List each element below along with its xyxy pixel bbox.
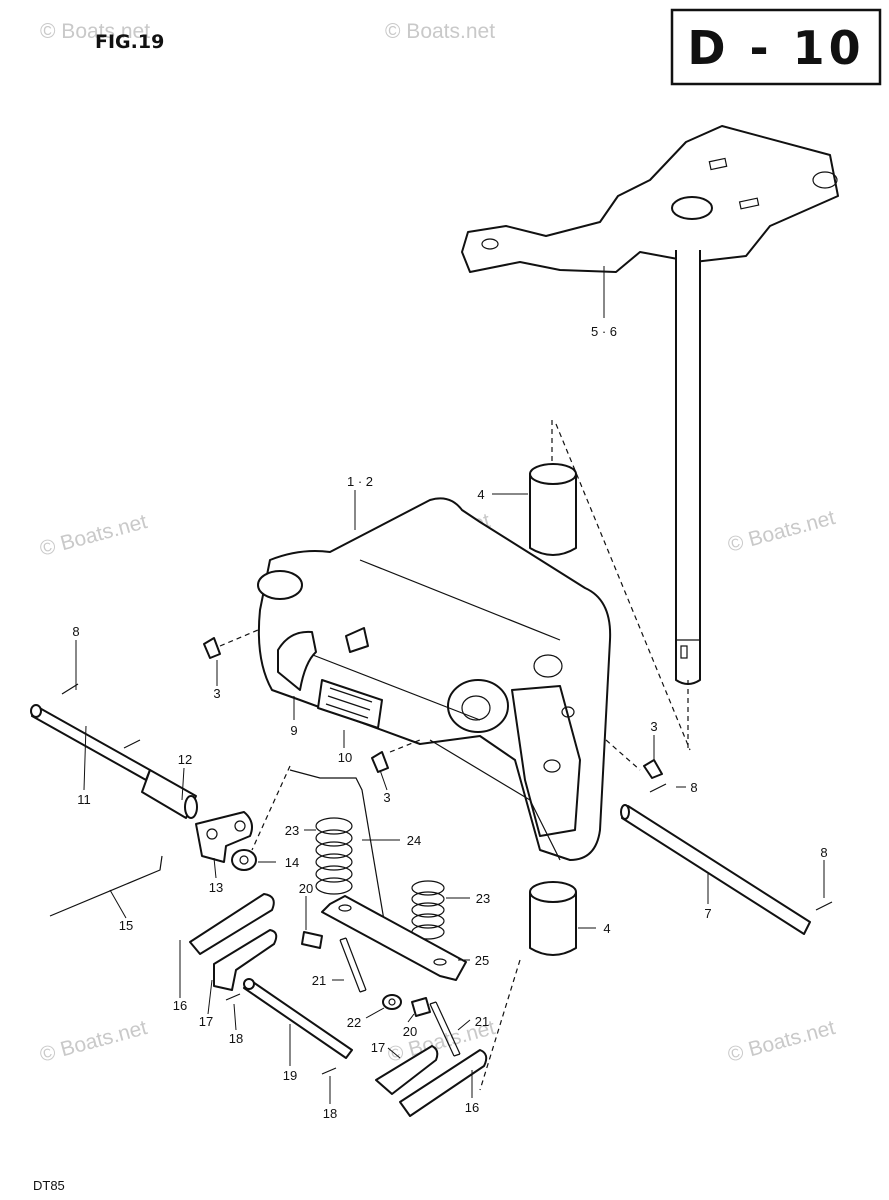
alignment-line [479, 959, 521, 1091]
clip-18 [321, 1067, 337, 1075]
shaft-7 [620, 804, 811, 935]
spring-21 [429, 1001, 461, 1057]
alignment-line [555, 423, 691, 751]
bushing-upper-4 [529, 463, 577, 556]
callout-label: 4 [477, 487, 484, 502]
lever-16 [399, 1049, 488, 1117]
callout-label: 7 [704, 906, 711, 921]
callout-label: 5 · 6 [591, 324, 617, 339]
callout-label: 22 [347, 1015, 361, 1030]
steering-bracket-5-6 [461, 125, 839, 685]
clip-18 [225, 993, 241, 1001]
washer-14 [231, 849, 257, 871]
lever-17 [213, 929, 278, 991]
cotter-pin-8 [61, 683, 79, 695]
callout-label: 17 [199, 1014, 213, 1029]
callout-labels: 5 · 6 1 · 2 4 8 3 9 10 3 3 8 12 11 13 14… [72, 324, 827, 1121]
lever-17 [375, 1045, 439, 1095]
spring-23 [411, 880, 445, 940]
plate-10 [317, 679, 383, 729]
grease-nipple-3 [643, 759, 663, 779]
watermark-text: © Boats.net [40, 20, 150, 43]
shaft-11 [30, 704, 151, 781]
model-label: DT85 [33, 1178, 65, 1193]
callout-label: 8 [72, 624, 79, 639]
callout-label: 17 [371, 1040, 385, 1055]
alignment-line [605, 739, 641, 771]
callout-label: 8 [820, 845, 827, 860]
watermark-text: © Boats.net [725, 1016, 837, 1067]
lever-13 [195, 811, 253, 863]
watermark-text: © Boats.net [37, 1016, 149, 1067]
callout-label: 24 [407, 833, 421, 848]
pin-19 [243, 978, 353, 1059]
callout-label: 18 [229, 1031, 243, 1046]
page-code: D - 10 [687, 21, 864, 75]
callout-label: 18 [323, 1106, 337, 1121]
nut-22 [382, 994, 402, 1010]
callout-label: 9 [290, 723, 297, 738]
small-plate [345, 627, 369, 653]
callout-label: 15 [119, 918, 133, 933]
callout-label: 19 [283, 1068, 297, 1083]
callout-label: 3 [213, 686, 220, 701]
callout-label: 16 [465, 1100, 479, 1115]
cotter-pin-8 [123, 739, 141, 749]
lever-16 [189, 893, 275, 955]
rod-15 [49, 855, 163, 917]
grease-nipple-3 [371, 751, 389, 773]
callout-label: 25 [475, 953, 489, 968]
page-code-box [670, 8, 882, 86]
callout-label: 10 [338, 750, 352, 765]
callout-label: 12 [178, 752, 192, 767]
grease-nipple-3 [203, 637, 221, 659]
cotter-pin-8 [815, 901, 833, 911]
callout-label: 21 [312, 973, 326, 988]
watermark-text: © Boats.net [37, 510, 149, 561]
alignment-line [219, 629, 259, 647]
callout-label: 3 [383, 790, 390, 805]
cotter-pin-8 [649, 783, 667, 793]
callout-label: 23 [285, 823, 299, 838]
alignment-line [251, 765, 291, 851]
callout-label: 20 [299, 881, 313, 896]
swivel-case-1-2 [257, 497, 612, 861]
collar-12 [141, 769, 198, 819]
bolt-20 [301, 931, 323, 949]
alignment-line [389, 739, 421, 753]
spring-23 [315, 817, 353, 895]
bolt-20 [411, 997, 431, 1017]
watermark-text: © Boats.net [385, 20, 495, 43]
rod-24 [289, 769, 389, 945]
callout-label: 3 [650, 719, 657, 734]
bushing-lower-4 [529, 881, 577, 956]
callout-label: 20 [403, 1024, 417, 1039]
figure-label: FIG.19 [95, 31, 164, 53]
callout-label: 11 [77, 792, 91, 807]
spring-21 [339, 937, 367, 993]
callout-label: 13 [209, 880, 223, 895]
callout-label: 8 [690, 780, 697, 795]
plate-25 [321, 895, 467, 981]
callout-label: 14 [285, 855, 299, 870]
callout-label: 23 [476, 891, 490, 906]
callout-label: 1 · 2 [347, 474, 373, 489]
callout-label: 16 [173, 998, 187, 1013]
leader-lines [75, 266, 825, 1104]
callout-label: 4 [603, 921, 610, 936]
pad-9 [277, 630, 317, 691]
watermark-text: © Boats.net [725, 506, 837, 557]
callout-label: 21 [475, 1014, 489, 1029]
